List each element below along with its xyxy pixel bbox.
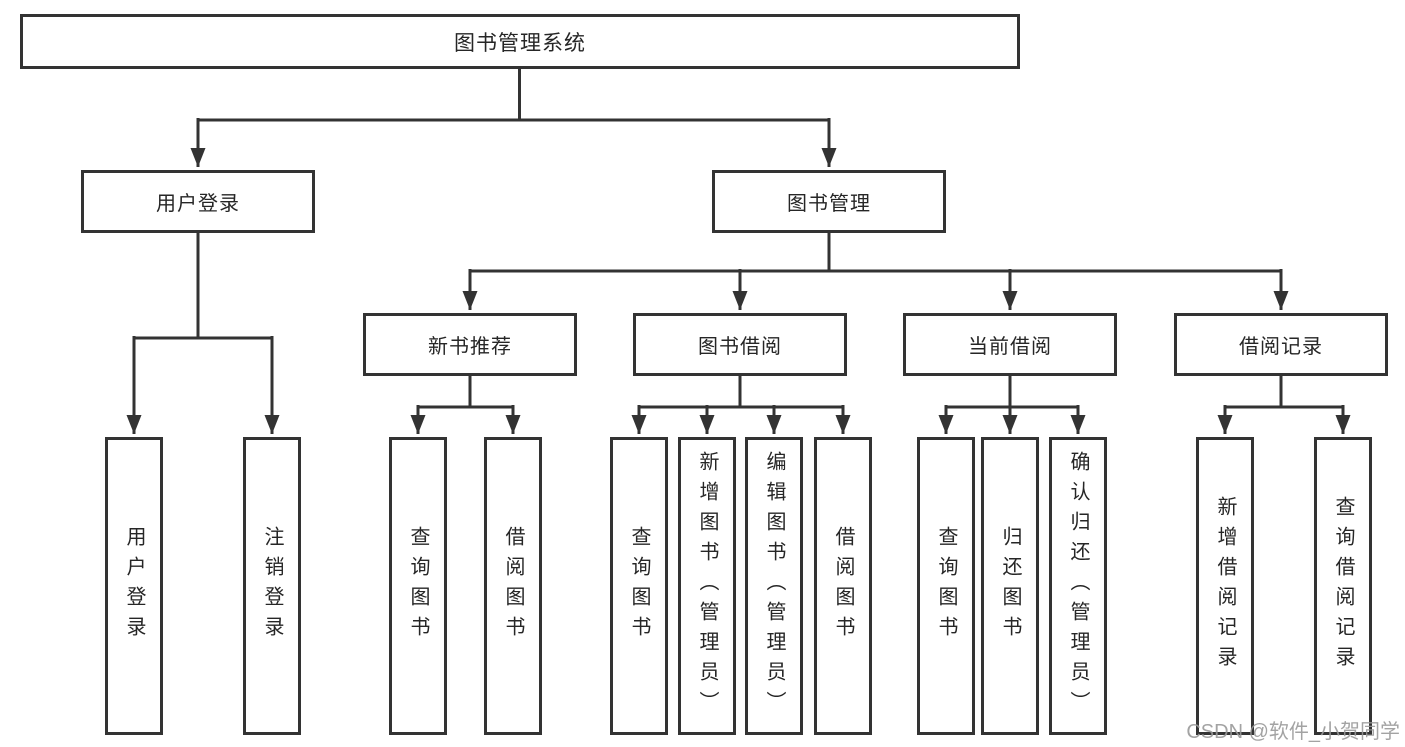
leaf-query-books-3: 查询图书 bbox=[917, 437, 975, 735]
leaf-label: 编辑图书（管理员） bbox=[763, 451, 785, 721]
module-current-borrow: 当前借阅 bbox=[903, 313, 1117, 376]
branch-book-management: 图书管理 bbox=[712, 170, 946, 233]
leaf-query-borrow-record: 查询借阅记录 bbox=[1314, 437, 1372, 735]
leaf-label: 归还图书 bbox=[999, 526, 1021, 646]
leaf-confirm-return-admin: 确认归还（管理员） bbox=[1049, 437, 1107, 735]
leaf-label: 新增借阅记录 bbox=[1214, 496, 1236, 676]
connector-user-login-children bbox=[126, 233, 280, 434]
node-root: 图书管理系统 bbox=[20, 14, 1020, 69]
leaf-label: 查询图书 bbox=[407, 526, 429, 646]
leaf-edit-books-admin: 编辑图书（管理员） bbox=[745, 437, 803, 735]
leaf-label: 查询图书 bbox=[628, 526, 650, 646]
connector-book-borrow-children bbox=[631, 374, 851, 434]
leaf-label: 注销登录 bbox=[261, 526, 283, 646]
connector-new-book-recommend-children bbox=[410, 374, 521, 434]
leaf-return-books: 归还图书 bbox=[981, 437, 1039, 735]
leaf-label: 确认归还（管理员） bbox=[1067, 451, 1089, 721]
leaf-add-books-admin: 新增图书（管理员） bbox=[678, 437, 736, 735]
leaf-borrow-books-2: 借阅图书 bbox=[814, 437, 872, 735]
leaf-add-borrow-record: 新增借阅记录 bbox=[1196, 437, 1254, 735]
leaf-label: 查询图书 bbox=[935, 526, 957, 646]
module-book-borrow: 图书借阅 bbox=[633, 313, 847, 376]
branch-user-login: 用户登录 bbox=[81, 170, 315, 233]
leaf-label: 用户登录 bbox=[123, 526, 145, 646]
connector-book-management-children bbox=[462, 233, 1289, 310]
module-borrow-records: 借阅记录 bbox=[1174, 313, 1388, 376]
leaf-label: 借阅图书 bbox=[832, 526, 854, 646]
leaf-logout: 注销登录 bbox=[243, 437, 301, 735]
connector-current-borrow-children bbox=[938, 374, 1086, 434]
leaf-label: 查询借阅记录 bbox=[1332, 496, 1354, 676]
connector-root-to-level2 bbox=[190, 69, 837, 167]
module-new-book-recommend: 新书推荐 bbox=[363, 313, 577, 376]
leaf-user-login: 用户登录 bbox=[105, 437, 163, 735]
leaf-borrow-books-1: 借阅图书 bbox=[484, 437, 542, 735]
leaf-query-books-2: 查询图书 bbox=[610, 437, 668, 735]
leaf-label: 借阅图书 bbox=[502, 526, 524, 646]
leaf-query-books-1: 查询图书 bbox=[389, 437, 447, 735]
leaf-label: 新增图书（管理员） bbox=[696, 451, 718, 721]
connector-borrow-records-children bbox=[1217, 374, 1351, 434]
csdn-watermark: CSDN @软件_小贺同学 bbox=[1186, 721, 1400, 743]
